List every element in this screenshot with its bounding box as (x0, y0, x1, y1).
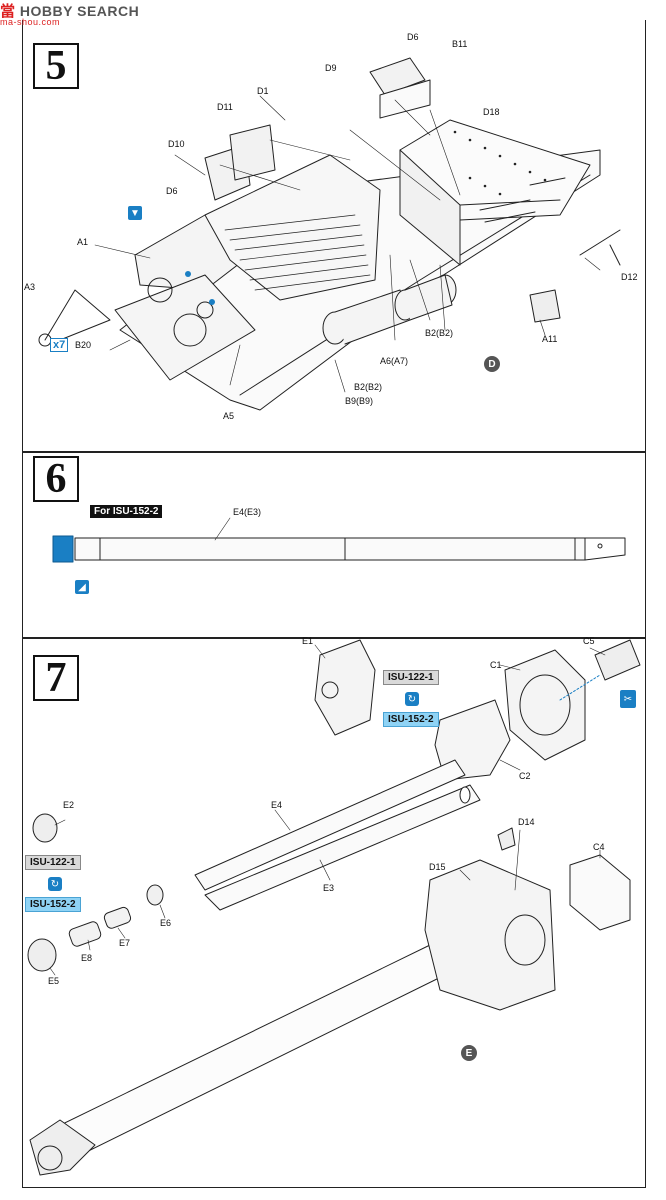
part-label-D9: D9 (325, 63, 337, 73)
part-label-E6: E6 (160, 918, 172, 928)
part-label-A11: A11 (542, 334, 558, 344)
part-label-C1: C1 (490, 660, 502, 670)
variant-tag-isu-152-2-left: ISU-152-2 (25, 897, 81, 912)
step-number-7: 7 (33, 655, 79, 701)
swap-icon-left: ↻ (48, 877, 62, 891)
part-label-E1: E1 (302, 636, 314, 646)
part-label-B11: B11 (452, 39, 468, 49)
part-label-D11: D11 (217, 102, 233, 112)
gun-assembly-drawing (27, 639, 641, 1176)
part-label-D18: D18 (483, 107, 500, 117)
part-label-E4: E4 (271, 800, 283, 810)
part-label-C2: C2 (519, 771, 531, 781)
step-number-5: 5 (33, 43, 79, 89)
glue-icon: ▼ (128, 206, 142, 220)
watermark: 當 HOBBY SEARCH ma-shou.com (0, 0, 140, 27)
part-label-B2-upper: B2(B2) (425, 328, 454, 338)
page-border (22, 20, 646, 1188)
part-label-E8: E8 (81, 953, 93, 963)
part-label-E5: E5 (48, 976, 60, 986)
part-label-D14: D14 (518, 817, 535, 827)
part-label-B9: B9(B9) (345, 396, 374, 406)
barrel-blue-highlight (52, 535, 74, 563)
part-label-C5: C5 (583, 636, 595, 646)
part-label-E3: E3 (323, 883, 335, 893)
part-label-A5: A5 (223, 411, 235, 421)
part-label-B2-lower: B2(B2) (354, 382, 383, 392)
variant-tag-isu-122-1-left: ISU-122-1 (25, 855, 81, 870)
part-label-C4: C4 (593, 842, 605, 852)
swap-icon: ↻ (405, 692, 419, 706)
hull-assembly-drawing (38, 57, 621, 411)
watermark-url: ma-shou.com (0, 17, 61, 27)
variant-tag-isu-152-2-step7: ISU-152-2 (383, 712, 439, 727)
multiplier-badge: x7 (50, 338, 69, 352)
part-label-D12: D12 (621, 272, 638, 282)
variant-tag-isu-152-2: For ISU-152-2 (90, 505, 163, 518)
part-label-B20: B20 (75, 340, 92, 350)
step-number-6: 6 (33, 456, 79, 502)
divider-step6-step7 (22, 637, 646, 639)
part-label-A1: A1 (77, 237, 89, 247)
watermark-logo: 當 (0, 3, 16, 20)
part-label-D15: D15 (429, 862, 446, 872)
sprue-badge-E: E (461, 1045, 477, 1061)
part-label-A6: A6(A7) (380, 356, 409, 366)
watermark-brand: HOBBY SEARCH (19, 3, 140, 19)
paint-icon: ◢ (75, 580, 89, 594)
part-label-D6-mid: D6 (166, 186, 178, 196)
part-label-D10: D10 (168, 139, 185, 149)
barrel-step6-drawing (74, 517, 626, 561)
part-label-D6-top: D6 (407, 32, 419, 42)
variant-tag-isu-122-1: ISU-122-1 (383, 670, 439, 685)
part-label-E2: E2 (63, 800, 75, 810)
divider-step5-step6 (22, 451, 646, 453)
part-label-E7: E7 (119, 938, 131, 948)
sprue-badge-D: D (484, 356, 500, 372)
cut-icon: ✂ (620, 690, 636, 708)
part-label-A3: A3 (24, 282, 36, 292)
part-label-D1: D1 (257, 86, 269, 96)
part-label-E4-E3: E4(E3) (233, 507, 262, 517)
